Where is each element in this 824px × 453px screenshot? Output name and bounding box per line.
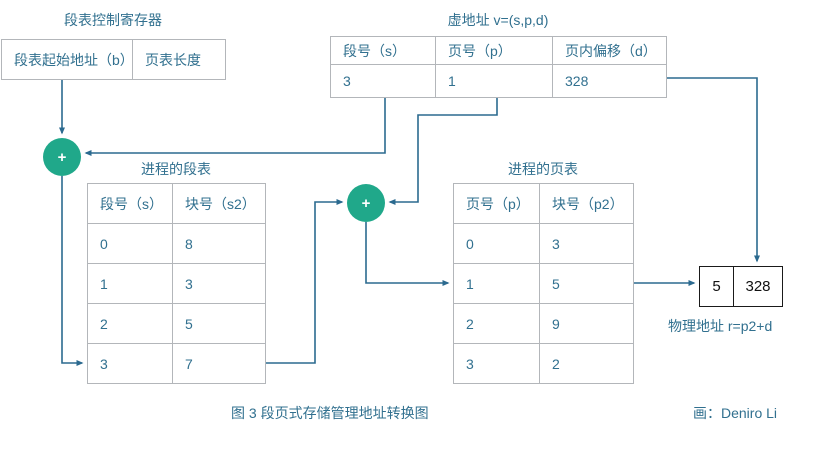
page-cell: 1 — [454, 264, 540, 304]
page-cell: 3 — [540, 224, 634, 264]
table-row: 2 9 — [454, 304, 634, 344]
va-value-segno: 3 — [331, 65, 436, 98]
middle-adder-circle: + — [347, 184, 385, 222]
va-header-segno: 段号（s） — [331, 37, 436, 65]
seg-cell: 3 — [88, 344, 173, 384]
left-adder-circle: + — [43, 138, 81, 176]
va-header-offset: 页内偏移（d） — [553, 37, 667, 65]
credit-label: 画：Deniro Li — [693, 405, 778, 421]
register-box: 段表起始地址（b） 页表长度 — [1, 39, 226, 80]
register-title: 段表控制寄存器 — [64, 12, 162, 28]
register-cell-base-address: 段表起始地址（b） — [2, 40, 133, 80]
seg-cell: 0 — [88, 224, 173, 264]
seg-cell: 1 — [88, 264, 173, 304]
page-cell: 2 — [540, 344, 634, 384]
page-cell: 2 — [454, 304, 540, 344]
phys-cell-block: 5 — [700, 267, 734, 306]
page-cell: 3 — [454, 344, 540, 384]
plus-icon: + — [361, 194, 371, 212]
physical-address-box: 5 328 — [699, 266, 783, 307]
page-header-blockno: 块号（p2） — [540, 184, 634, 224]
seg-cell: 5 — [173, 304, 266, 344]
seg-cell: 3 — [173, 264, 266, 304]
page-header-pageno: 页号（p） — [454, 184, 540, 224]
virtual-address-table: 段号（s） 页号（p） 页内偏移（d） 3 1 328 — [330, 36, 667, 98]
page-table-title: 进程的页表 — [508, 161, 578, 177]
seg-cell: 2 — [88, 304, 173, 344]
page-cell: 5 — [540, 264, 634, 304]
table-row: 3 7 — [88, 344, 266, 384]
plus-icon: + — [57, 148, 67, 166]
va-value-pageno: 1 — [436, 65, 553, 98]
physical-address-label: 物理地址 r=p2+d — [668, 318, 773, 334]
segment-table-title: 进程的段表 — [141, 161, 211, 177]
table-row: 0 8 — [88, 224, 266, 264]
table-row: 1 5 — [454, 264, 634, 304]
table-row: 3 2 — [454, 344, 634, 384]
table-row: 2 5 — [88, 304, 266, 344]
table-row: 1 3 — [88, 264, 266, 304]
virtual-address-title: 虚地址 v=(s,p,d) — [447, 12, 549, 28]
wire-offset-to-physbox — [666, 77, 760, 263]
wire-segno-to-left-adder — [84, 97, 386, 156]
register-cell-table-length: 页表长度 — [133, 40, 226, 80]
figure-caption: 图 3 段页式存储管理地址转换图 — [231, 405, 429, 421]
wire-segrow3-to-mid-adder — [265, 199, 344, 364]
phys-cell-offset: 328 — [745, 278, 771, 295]
wire-mid-adder-to-pagerow1 — [365, 222, 450, 286]
seg-header-segno: 段号（s） — [88, 184, 173, 224]
seg-header-blockno: 块号（s2） — [173, 184, 266, 224]
va-value-offset: 328 — [553, 65, 667, 98]
segment-table: 段号（s） 块号（s2） 0 8 1 3 2 5 3 7 — [87, 183, 266, 384]
va-header-pageno: 页号（p） — [436, 37, 553, 65]
seg-cell: 7 — [173, 344, 266, 384]
page-cell: 0 — [454, 224, 540, 264]
wire-left-adder-to-segrow3 — [61, 176, 84, 366]
page-cell: 9 — [540, 304, 634, 344]
page-table: 页号（p） 块号（p2） 0 3 1 5 2 9 3 2 — [453, 183, 634, 384]
seg-cell: 8 — [173, 224, 266, 264]
table-row: 0 3 — [454, 224, 634, 264]
